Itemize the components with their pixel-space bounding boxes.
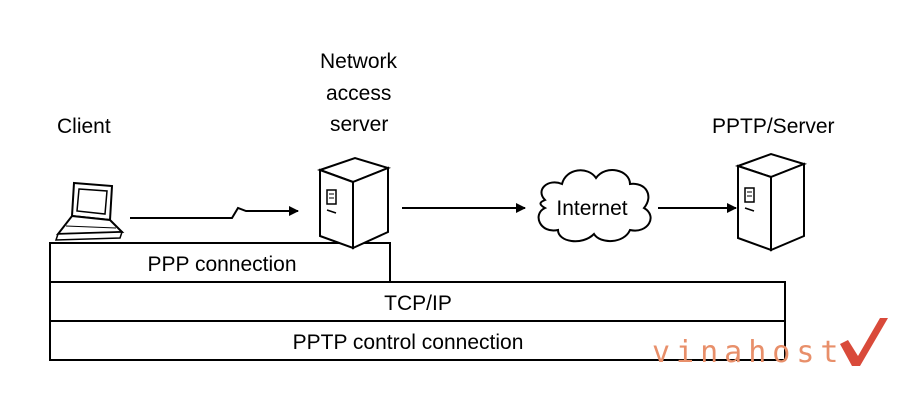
internet-cloud-icon bbox=[537, 169, 652, 243]
check-mark-icon bbox=[840, 318, 888, 366]
laptop-icon bbox=[54, 181, 125, 241]
layer-stack-outline bbox=[49, 242, 786, 361]
client-label: Client bbox=[57, 115, 111, 138]
vinahost-watermark-logo: vinahost. bbox=[652, 318, 888, 370]
pptp-server-label: PPTP/Server bbox=[712, 115, 835, 138]
nas-label-line3: server bbox=[330, 113, 388, 136]
internet-label: Internet bbox=[556, 197, 627, 220]
nas-label-line2: access bbox=[326, 82, 391, 105]
layer-bars: PPP connection TCP/IP PPTP control conne… bbox=[49, 242, 786, 361]
nas-server-icon bbox=[316, 156, 392, 250]
tcpip-label: TCP/IP bbox=[384, 292, 452, 315]
client-to-nas-link bbox=[130, 206, 299, 219]
watermark-text: vinahost. bbox=[652, 335, 869, 370]
ppp-connection-label: PPP connection bbox=[147, 253, 296, 276]
nas-label-line1: Network bbox=[320, 50, 398, 73]
pptp-control-connection-label: PPTP control connection bbox=[293, 331, 524, 354]
pptp-server-icon bbox=[734, 152, 808, 252]
